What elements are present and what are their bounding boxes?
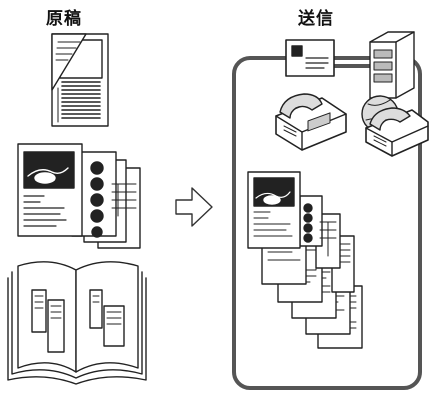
multi-page-original-stack: [17, 143, 141, 249]
sent-page-cascade: [247, 171, 363, 349]
email-icon: [285, 39, 335, 77]
fax-machine-icon: [275, 93, 347, 151]
book-original: [7, 261, 147, 385]
originals-label: 原稿: [46, 9, 82, 29]
internet-fax-icon: [361, 95, 429, 157]
file-server-icon: [369, 31, 415, 99]
send-label: 送信: [298, 9, 334, 29]
single-original-page: [51, 33, 109, 127]
right-arrow-icon: [175, 187, 213, 227]
